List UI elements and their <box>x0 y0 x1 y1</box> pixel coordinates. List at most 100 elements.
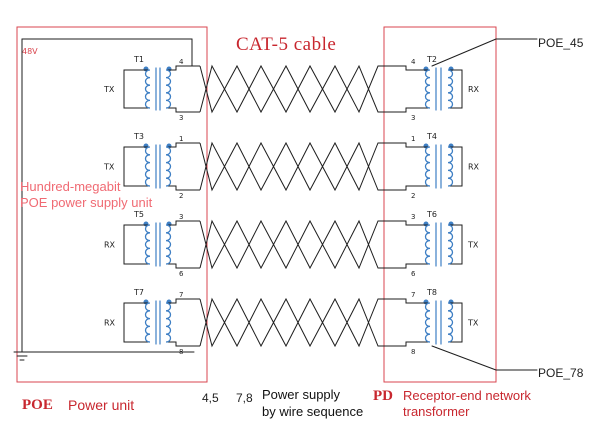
pin-number: 4 <box>411 58 416 66</box>
pin-number: 2 <box>179 192 183 200</box>
pin-number: 3 <box>411 213 415 221</box>
secondary-coil-icon <box>165 302 172 343</box>
wire-pins-b: 7,8 <box>236 391 253 405</box>
outer-lead-bottom <box>166 107 200 113</box>
pin-number: 2 <box>411 192 415 200</box>
left-unit-label-line2: POE power supply unit <box>20 195 153 210</box>
transformer-role: TX <box>103 163 115 172</box>
cable-title: CAT-5 cable <box>236 34 337 55</box>
primary-coil-icon <box>424 224 431 265</box>
cable-wire <box>199 141 396 192</box>
inner-winding-lead <box>123 146 150 187</box>
outer-lead-top <box>396 298 430 304</box>
transformer-role: RX <box>104 241 116 250</box>
outer-lead-top <box>396 65 430 71</box>
cable-wire <box>199 297 396 348</box>
output-label-bottom: POE_78 <box>538 366 584 380</box>
twisted-pair-1 <box>199 64 396 114</box>
twisted-pair-4 <box>199 297 396 348</box>
transformer-name: T1 <box>133 55 144 64</box>
pd-prefix: PD <box>373 388 393 404</box>
supply-caption-line2: by wire sequence <box>262 404 364 419</box>
pin-number: 6 <box>179 270 184 278</box>
outer-lead-bottom <box>166 263 200 269</box>
power-unit-box <box>16 26 208 383</box>
outer-lead-top <box>166 298 200 304</box>
secondary-coil-icon <box>165 224 172 265</box>
secondary-coil-icon <box>447 69 454 109</box>
primary-coil-icon <box>424 302 431 343</box>
outer-lead-top <box>396 220 430 226</box>
inner-winding-lead <box>123 69 150 109</box>
transformer-role: RX <box>104 319 116 328</box>
primary-coil-icon <box>424 146 431 187</box>
transformer-name: T7 <box>133 288 144 297</box>
outer-lead-top <box>166 65 200 71</box>
inner-winding-lead <box>448 146 463 187</box>
pd-unit-box <box>383 26 497 383</box>
outer-lead-top <box>166 220 200 226</box>
transformer-name: T8 <box>426 288 437 297</box>
inner-winding-lead <box>448 224 463 265</box>
pin-number: 8 <box>179 348 183 356</box>
outer-lead-bottom <box>396 185 430 191</box>
primary-coil-icon <box>144 302 151 343</box>
primary-coil-icon <box>144 146 151 187</box>
transformer-role: TX <box>103 85 115 94</box>
secondary-coil-icon <box>447 146 454 187</box>
supply-voltage-label: 48V <box>22 47 38 56</box>
receptor-caption-line2: transformer <box>403 404 470 419</box>
transformer-name: T3 <box>133 132 144 141</box>
center-tap-poe-78 <box>431 345 497 371</box>
inner-winding-lead <box>123 224 150 265</box>
power-unit-caption: Power unit <box>68 397 135 413</box>
primary-coil-icon <box>144 69 151 109</box>
supply-caption-line1: Power supply <box>262 387 341 402</box>
pin-number: 1 <box>179 135 183 143</box>
outer-lead-bottom <box>166 185 200 191</box>
outer-lead-bottom <box>396 263 430 269</box>
transformer-name: T2 <box>426 55 437 64</box>
twisted-pair-3 <box>199 219 396 270</box>
left-unit-label-line1: Hundred-megabit <box>20 179 121 194</box>
secondary-coil-icon <box>447 302 454 343</box>
secondary-coil-icon <box>165 69 172 109</box>
transformer-role: RX <box>468 163 480 172</box>
pin-number: 4 <box>179 58 184 66</box>
pin-number: 7 <box>411 291 415 299</box>
twisted-pair-2 <box>199 141 396 192</box>
cable-wire <box>199 64 396 114</box>
pin-number: 3 <box>179 114 183 122</box>
inner-winding-lead <box>448 302 463 343</box>
center-tap-poe-45 <box>431 38 497 67</box>
receptor-caption-line1: Receptor-end network <box>403 388 531 403</box>
output-label-top: POE_45 <box>538 36 584 50</box>
pin-number: 7 <box>179 291 183 299</box>
secondary-coil-icon <box>447 224 454 265</box>
pin-number: 3 <box>411 114 415 122</box>
transformer-role: TX <box>467 241 479 250</box>
poe-prefix: POE <box>22 397 53 413</box>
pin-number: 6 <box>411 270 416 278</box>
inner-winding-lead <box>123 302 150 343</box>
transformer-name: T4 <box>426 132 437 141</box>
cable-wire <box>199 219 396 270</box>
outer-lead-top <box>166 142 200 148</box>
secondary-coil-icon <box>165 146 172 187</box>
transformer-name: T5 <box>133 210 144 219</box>
primary-coil-icon <box>144 224 151 265</box>
transformer-name: T6 <box>426 210 437 219</box>
primary-coil-icon <box>424 69 431 109</box>
outer-lead-top <box>396 142 430 148</box>
pin-number: 3 <box>179 213 183 221</box>
outer-lead-bottom <box>166 341 200 347</box>
outer-lead-bottom <box>396 107 430 113</box>
